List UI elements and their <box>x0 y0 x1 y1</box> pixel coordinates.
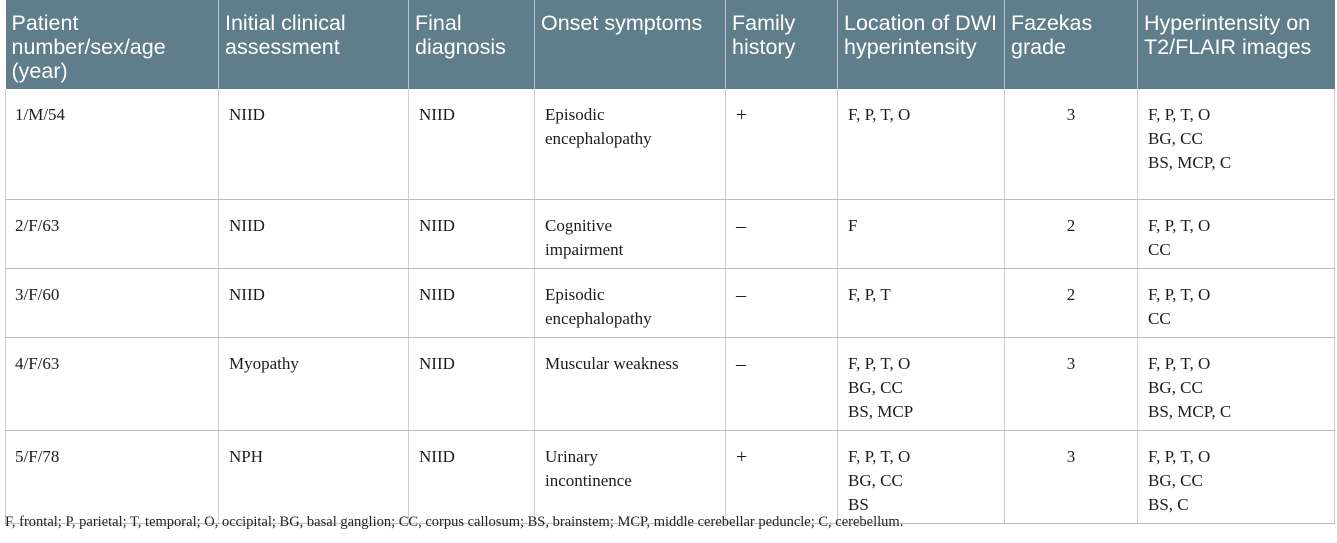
dwi-line: F, P, T, O <box>848 446 911 466</box>
cell-family: – <box>725 199 838 269</box>
t2-line: F, P, T, O <box>1148 215 1211 235</box>
cell-final: NIID <box>408 89 535 200</box>
cell-dwi: F, P, T, O BG, CC BS, MCP <box>837 337 1005 431</box>
t2-line: BG, CC <box>1148 470 1203 490</box>
dwi-line: F <box>848 215 858 235</box>
cell-initial: NPH <box>218 430 409 524</box>
header-t2-flair: Hyperintensity on T2/FLAIR images <box>1137 0 1335 89</box>
onset-line: encephalopathy <box>545 129 652 148</box>
cell-patient: 2/F/63 <box>5 199 219 269</box>
header-patient: Patient number/sex/age (year) <box>11 11 166 83</box>
onset-line: Muscular weakness <box>545 353 679 373</box>
cell-t2: F, P, T, O BG, CC BS, MCP, C <box>1137 337 1335 431</box>
t2-line: CC <box>1148 239 1171 259</box>
cell-t2: F, P, T, O BG, CC BS, C <box>1137 430 1335 524</box>
cell-t2: F, P, T, O CC <box>1137 268 1335 338</box>
dwi-line: BS, MCP <box>848 401 914 421</box>
family-history-value: – <box>736 283 746 306</box>
cell-onset: Episodic encephalopathy <box>534 89 726 200</box>
cell-family: – <box>725 337 838 431</box>
onset-line: Urinary <box>545 446 598 466</box>
dwi-line: F, P, T <box>848 284 891 304</box>
cell-fazekas: 2 <box>1004 268 1138 338</box>
t2-line: BG, CC <box>1148 129 1203 148</box>
t2-line: F, P, T, O <box>1148 353 1211 373</box>
cell-onset: Cognitive impairment <box>534 199 726 269</box>
cell-fazekas: 3 <box>1004 337 1138 431</box>
cell-fazekas: 3 <box>1004 430 1138 524</box>
family-history-value: + <box>736 445 748 468</box>
dwi-line: BG, CC <box>848 377 903 397</box>
table-header-row: Patient number/sex/age (year) Initial cl… <box>5 0 1335 89</box>
onset-line: Episodic <box>545 284 605 304</box>
table-row: 4/F/63 Myopathy NIID Muscular weakness –… <box>5 337 1335 431</box>
cell-onset: Muscular weakness <box>534 337 726 431</box>
header-onset-symptoms: Onset symptoms <box>534 0 726 89</box>
cell-fazekas: 3 <box>1004 89 1138 200</box>
cell-family: + <box>725 430 838 524</box>
onset-line: encephalopathy <box>545 308 652 328</box>
cell-fazekas: 2 <box>1004 199 1138 269</box>
header-initial-assessment: Initial clinical assessment <box>218 0 409 89</box>
patient-table-container: Patient number/sex/age (year) Initial cl… <box>5 0 1335 524</box>
table-row: 3/F/60 NIID NIID Episodic encephalopathy… <box>5 268 1335 338</box>
t2-line: BS, MCP, C <box>1148 401 1232 421</box>
cell-dwi: F, P, T, O BG, CC BS <box>837 430 1005 524</box>
cell-t2: F, P, T, O CC <box>1137 199 1335 269</box>
table-row: 5/F/78 NPH NIID Urinary incontinence + F… <box>5 430 1335 524</box>
cell-dwi: F, P, T, O <box>837 89 1005 200</box>
header-dwi-location: Location of DWI hyperintensity <box>837 0 1005 89</box>
cell-initial: NIID <box>218 199 409 269</box>
cell-onset: Episodic encephalopathy <box>534 268 726 338</box>
cell-initial: NIID <box>218 89 409 200</box>
t2-line: F, P, T, O <box>1148 105 1211 124</box>
family-history-value: – <box>736 352 746 375</box>
cell-family: – <box>725 268 838 338</box>
table-row: 1/M/54 NIID NIID Episodic encephalopathy… <box>5 89 1335 200</box>
cell-patient: 4/F/63 <box>5 337 219 431</box>
cell-onset: Urinary incontinence <box>534 430 726 524</box>
t2-line: BS, MCP, C <box>1148 153 1232 172</box>
dwi-line: F, P, T, O <box>848 353 911 373</box>
cell-initial: Myopathy <box>218 337 409 431</box>
table-footnote: F, frontal; P, parietal; T, temporal; O,… <box>5 514 904 530</box>
onset-line: impairment <box>545 239 624 259</box>
cell-patient: 1/M/54 <box>5 89 219 200</box>
cell-t2: F, P, T, O BG, CC BS, MCP, C <box>1137 89 1335 200</box>
family-history-value: – <box>736 214 746 237</box>
cell-dwi: F, P, T <box>837 268 1005 338</box>
t2-line: CC <box>1148 308 1171 328</box>
table-row: 2/F/63 NIID NIID Cognitive impairment – … <box>5 199 1335 269</box>
cell-patient: 3/F/60 <box>5 268 219 338</box>
patient-table: Patient number/sex/age (year) Initial cl… <box>5 0 1335 524</box>
header-final-diagnosis: Final diagnosis <box>408 0 535 89</box>
header-family-history: Family history <box>725 0 838 89</box>
cell-final: NIID <box>408 337 535 431</box>
family-history-value: + <box>736 104 748 126</box>
cell-initial: NIID <box>218 268 409 338</box>
dwi-line: BS <box>848 494 869 514</box>
cell-dwi: F <box>837 199 1005 269</box>
onset-line: Cognitive <box>545 215 613 235</box>
header-fazekas-grade: Fazekas grade <box>1004 0 1138 89</box>
cell-final: NIID <box>408 430 535 524</box>
t2-line: BG, CC <box>1148 377 1203 397</box>
cell-family: + <box>725 89 838 200</box>
dwi-line: F, P, T, O <box>848 105 911 124</box>
onset-line: Episodic <box>545 105 605 124</box>
t2-line: F, P, T, O <box>1148 284 1211 304</box>
t2-line: BS, C <box>1148 494 1189 514</box>
onset-line: incontinence <box>545 470 632 490</box>
dwi-line: BG, CC <box>848 470 903 490</box>
cell-final: NIID <box>408 268 535 338</box>
cell-patient: 5/F/78 <box>5 430 219 524</box>
cell-final: NIID <box>408 199 535 269</box>
t2-line: F, P, T, O <box>1148 446 1211 466</box>
